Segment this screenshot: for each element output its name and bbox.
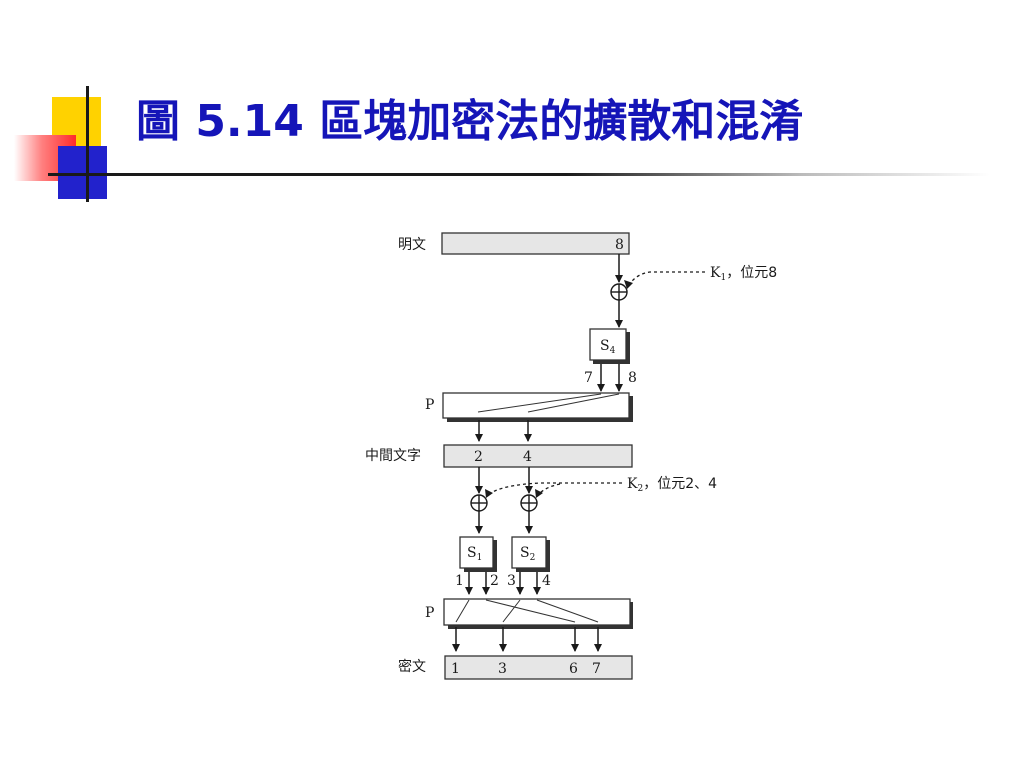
- p1-wire: [527, 393, 620, 413]
- xor-icon: [610, 283, 628, 301]
- s2-output-3: 3: [507, 573, 516, 589]
- decor-blue-square: [58, 146, 107, 199]
- plaintext-label: 明文: [398, 237, 426, 253]
- s2-output-4: 4: [542, 573, 551, 589]
- middle-text-label: 中間文字: [365, 448, 421, 464]
- plaintext-block: [441, 232, 630, 255]
- key2-dashed-branch: [537, 483, 561, 496]
- p1-label: P: [425, 397, 434, 413]
- s1-output-2: 2: [490, 573, 499, 589]
- xor-icon: [520, 494, 538, 512]
- p2-wire: [455, 599, 470, 623]
- arrow-head: [485, 489, 493, 498]
- s4-label: S4: [600, 338, 616, 356]
- arrow-head: [535, 489, 543, 498]
- p2-wire: [536, 599, 599, 623]
- cipher-bit-7: 7: [592, 661, 601, 677]
- ciphertext-block: [444, 655, 633, 680]
- s1-output-1: 1: [455, 573, 464, 589]
- middle-text-block: [443, 444, 633, 468]
- page-title: 圖 5.14 區塊加密法的擴散和混淆: [136, 96, 804, 147]
- p2-box: [443, 598, 631, 626]
- middle-bit-2: 2: [474, 449, 483, 465]
- p1-box: [442, 392, 630, 419]
- s2-label: S2: [520, 545, 535, 563]
- p2-wire: [502, 599, 521, 623]
- cipher-bit-6: 6: [569, 661, 578, 677]
- xor-icon: [470, 494, 488, 512]
- s1-label: S1: [467, 545, 482, 563]
- middle-bit-4: 4: [523, 449, 532, 465]
- key2-label: K2，位元2、4: [627, 476, 717, 494]
- p2-wire: [485, 599, 576, 623]
- p1-wire: [477, 393, 602, 413]
- s1-box: [459, 536, 494, 569]
- decor-vertical-line: [86, 86, 89, 202]
- key1-label: K1，位元8: [710, 265, 777, 283]
- s4-box: [589, 328, 627, 361]
- plaintext-bit: 8: [615, 237, 624, 253]
- s4-output-7: 7: [584, 370, 593, 386]
- arrow-head: [624, 280, 633, 289]
- cipher-bit-3: 3: [498, 661, 507, 677]
- key1-dashed-line: [628, 271, 705, 286]
- title-underline: [48, 173, 990, 176]
- key2-dashed-line: [487, 482, 622, 496]
- s2-box: [511, 536, 547, 569]
- ciphertext-label: 密文: [398, 658, 426, 675]
- s4-output-8: 8: [628, 370, 637, 386]
- p2-label: P: [425, 605, 434, 621]
- cipher-bit-1: 1: [451, 661, 460, 677]
